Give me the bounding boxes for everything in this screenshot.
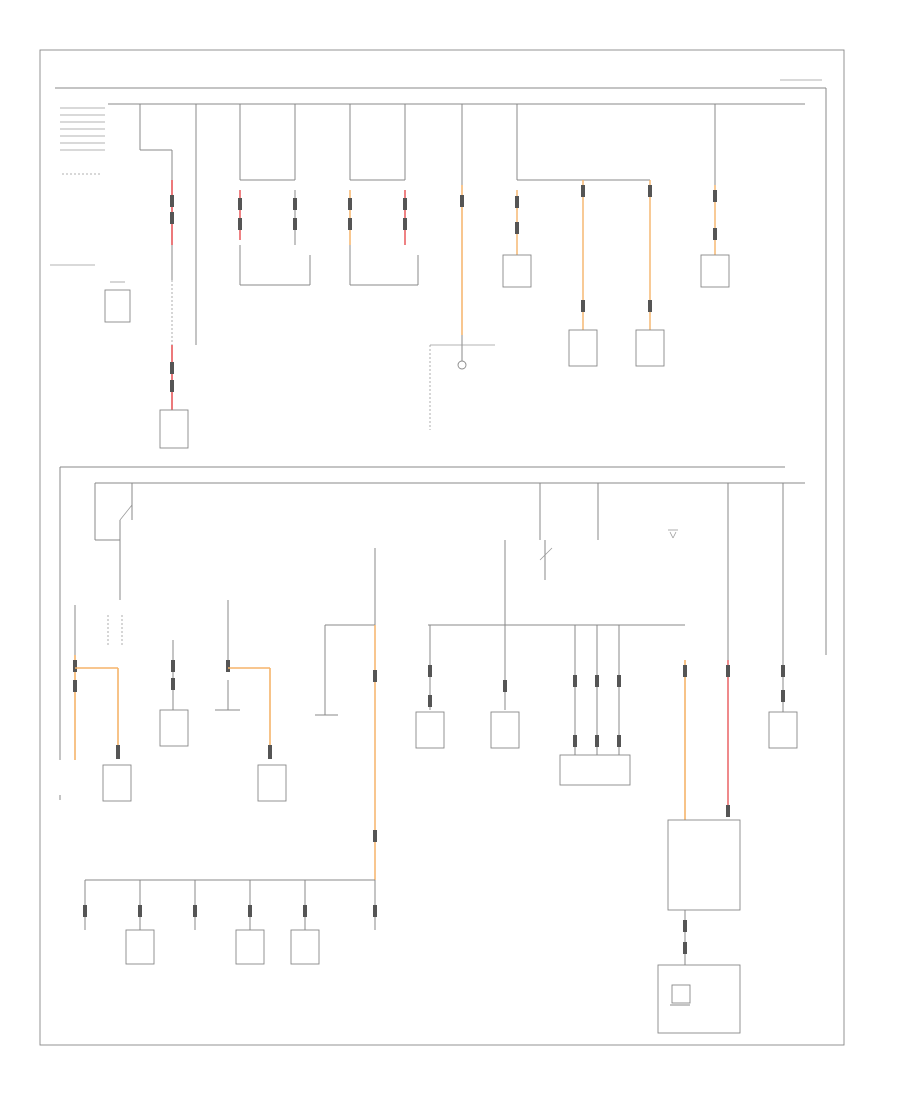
branch-relay-box [657, 483, 741, 1034]
fuse-block-label-lines [60, 107, 105, 175]
ground-symbol [668, 529, 678, 539]
branch-fuse-1 [139, 104, 197, 449]
branch-mid-right-bus [415, 483, 685, 749]
switch-left [94, 483, 133, 645]
branch-far-right [768, 483, 798, 749]
branch-top-right [700, 104, 730, 288]
branch-orange-ground [429, 104, 495, 430]
branch-three-wire-module [559, 625, 631, 786]
branch-module-d [215, 600, 287, 802]
branch-lower-left [59, 605, 132, 802]
branch-module-c [159, 640, 189, 747]
branch-module-b [348, 104, 419, 286]
injector-row [83, 880, 377, 965]
branch-module-a [238, 104, 311, 286]
relay-left [50, 264, 131, 323]
branch-injectors-feed [85, 548, 377, 881]
branch-three-modules [502, 104, 665, 367]
